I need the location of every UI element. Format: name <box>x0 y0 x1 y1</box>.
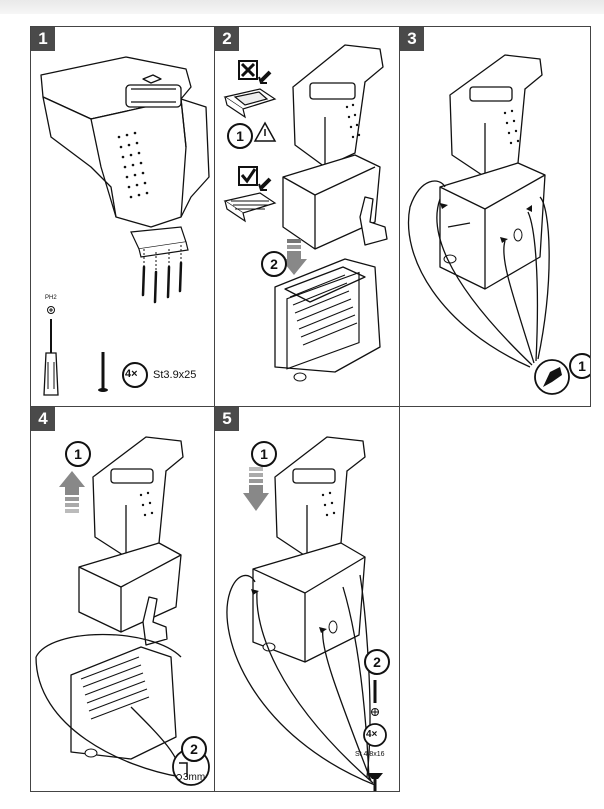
step-2-panel: 2 <box>214 26 400 407</box>
tool-size-label: PH2 <box>45 295 57 301</box>
correct-mark-icon <box>238 166 272 191</box>
step-5-sub-1: 1 <box>251 441 277 467</box>
quantity-badge <box>122 362 148 388</box>
gap-label: 3mm <box>183 772 206 783</box>
step-3-sub-1: 1 <box>569 353 590 379</box>
step-2-drawing <box>223 44 388 382</box>
step-4-sub-2: 2 <box>181 736 207 762</box>
step-5-drawing <box>226 436 387 791</box>
mount-screws <box>141 261 183 304</box>
step-4-drawing <box>35 436 210 786</box>
step-4-number: 4 <box>31 407 55 431</box>
step-4-sub-1: 1 <box>65 441 91 467</box>
step-5-number: 5 <box>215 407 239 431</box>
top-band <box>0 0 604 14</box>
step-1-panel: 1 <box>30 26 215 407</box>
grille <box>289 274 358 346</box>
callout-lines <box>407 180 550 368</box>
step-3-drawing <box>407 54 570 395</box>
screw-icon <box>363 680 387 791</box>
instruction-sheet: 1 <box>30 26 591 792</box>
screwdriver-icon <box>43 306 59 396</box>
step-4-panel: 4 <box>30 406 215 792</box>
step-3-panel: 3 <box>399 26 591 407</box>
step-1-number: 1 <box>31 27 55 51</box>
step-5-sub-2: 2 <box>364 649 390 675</box>
wrong-mark-icon <box>238 60 272 84</box>
screw-icon <box>98 352 108 392</box>
step-1-drawing <box>40 56 210 396</box>
down-arrow-icon <box>243 467 269 511</box>
step-2-sub-1: 1 <box>227 123 253 149</box>
perforation-dots <box>117 131 149 199</box>
down-arrow-icon <box>281 239 307 275</box>
step-3-number: 3 <box>400 27 424 51</box>
step-2-sub-2: 2 <box>261 251 287 277</box>
quantity-label: 4× <box>366 729 378 740</box>
step-5-panel: 5 <box>214 406 400 792</box>
screw-spec-label: St 4,8x16 <box>355 751 385 758</box>
up-arrow-icon <box>59 471 85 513</box>
screw-spec-label: St3.9x25 <box>153 369 197 381</box>
quantity-label: 4× <box>125 368 138 380</box>
step-2-number: 2 <box>215 27 239 51</box>
